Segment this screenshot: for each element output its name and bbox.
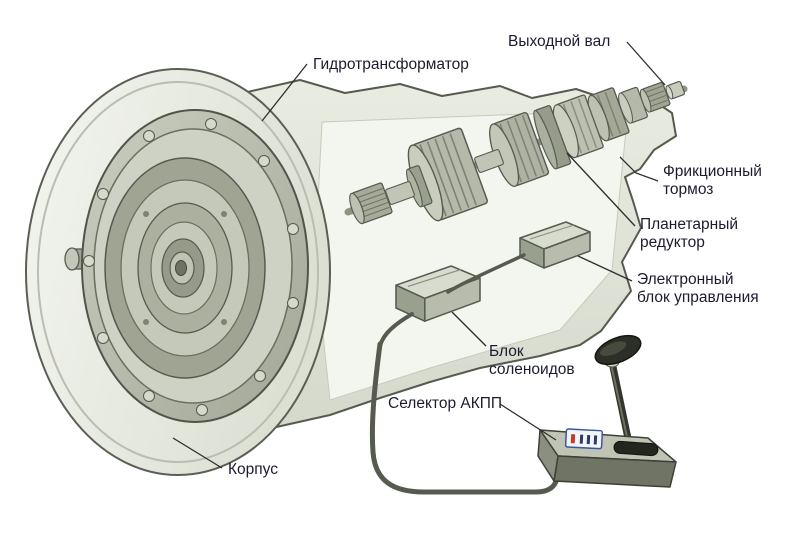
output-shaft-splines <box>639 81 671 113</box>
ecu-box <box>519 221 591 269</box>
output-shaft-tip <box>665 80 686 100</box>
label-ecu-line1: Электронный <box>637 271 734 288</box>
label-selector: Селектор АКПП <box>388 395 502 412</box>
selector-lever-highlight <box>610 363 630 447</box>
label-output-shaft: Выходной вал <box>508 33 610 50</box>
wire-ecu-to-solenoid <box>446 253 526 294</box>
leader-solenoid-block <box>451 311 487 347</box>
leader-selector <box>499 403 557 441</box>
housing-rim <box>37 81 319 463</box>
leader-output-shaft <box>626 41 666 86</box>
solenoid-block-box <box>395 265 481 322</box>
selector-base-left <box>537 429 559 482</box>
input-shaft-splines <box>349 182 393 225</box>
selector-base-front <box>553 455 677 488</box>
intermediate-shaft <box>474 149 504 173</box>
label-ecu-line2: блок управления <box>637 289 759 306</box>
spline-lines <box>643 85 668 108</box>
label-solenoid-block-line2: соленоидов <box>489 361 575 378</box>
label-planetary-gear-line1: Планетарный <box>640 216 738 233</box>
label-friction-brake-line1: Фрикционный <box>663 163 762 180</box>
flange-bolts <box>83 118 299 416</box>
clutch-drum <box>489 111 550 187</box>
wiring <box>369 253 561 495</box>
label-planetary-gear-line2: редуктор <box>640 234 705 251</box>
gear-train <box>344 80 688 225</box>
spline-lines <box>354 188 390 218</box>
labels: Гидротрансформатор Выходной вал Фрикцион… <box>228 33 762 478</box>
leader-friction-brake <box>619 156 659 182</box>
label-torque-converter: Гидротрансформатор <box>313 56 469 73</box>
label-housing: Корпус <box>228 461 278 478</box>
friction-brake-drum <box>587 87 630 142</box>
leader-lines <box>172 41 666 469</box>
gear-display <box>564 428 604 450</box>
selector-cable <box>369 341 561 495</box>
leader-housing <box>172 437 223 469</box>
selector-unit <box>537 334 677 488</box>
label-friction-brake-line2: тормоз <box>663 181 713 198</box>
input-shaft <box>385 181 415 205</box>
leader-planetary-gear <box>566 152 636 227</box>
inner-ring-bolts <box>143 211 227 325</box>
shift-gate-slot <box>613 440 659 457</box>
bell-housing <box>25 68 331 476</box>
ring-gear <box>533 105 572 170</box>
leader-ecu <box>577 255 633 282</box>
converter-rings <box>104 157 266 379</box>
label-solenoid-block-line1: Блок <box>489 343 524 360</box>
leader-torque-converter <box>261 63 308 122</box>
